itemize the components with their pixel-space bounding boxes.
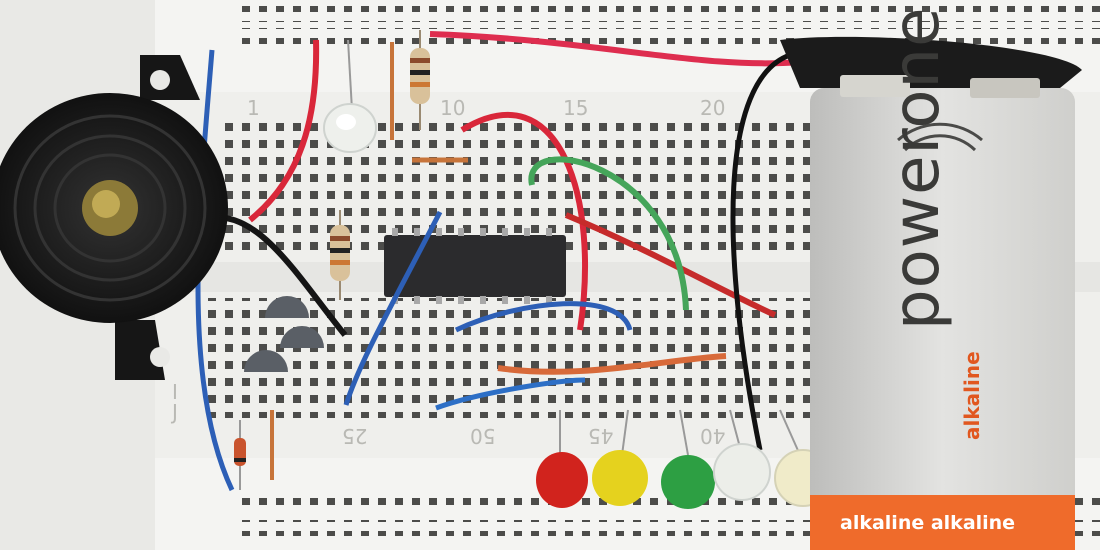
black-wire-battery	[730, 52, 791, 451]
red-wire-left	[248, 39, 320, 223]
column-label-10: 10	[440, 96, 466, 120]
battery-band-text: alkaline alkaline	[840, 512, 1016, 534]
resistor-top	[410, 30, 430, 130]
blue-wire-lower	[454, 301, 633, 333]
buzzer	[0, 55, 228, 380]
column-label-1: 1	[247, 96, 260, 120]
battery	[780, 36, 1082, 550]
orange-wire	[497, 353, 727, 375]
column-label-45: 45	[588, 424, 614, 448]
transistors	[244, 296, 324, 372]
column-label-20: 20	[700, 96, 726, 120]
column-label-25: 25	[342, 424, 368, 448]
blue-wire-bottom	[435, 377, 586, 411]
led-row	[536, 409, 832, 509]
blue-wire-long	[195, 49, 235, 492]
column-label-15: 15	[563, 96, 589, 120]
diode	[234, 420, 246, 490]
led-clear-top	[323, 39, 377, 153]
black-wire-buzzer	[209, 214, 348, 337]
row-label-i: I	[172, 380, 178, 404]
blue-wire-center	[343, 210, 443, 406]
battery-type-label: alkaline	[960, 351, 984, 440]
red-wire-top	[429, 31, 801, 67]
row-label-j: J	[172, 400, 178, 424]
battery-orange-band	[810, 495, 1075, 550]
battery-brand: powerone	[880, 6, 954, 331]
column-label-50: 50	[470, 424, 496, 448]
resistor-middle	[330, 210, 350, 300]
top-rail-holes	[240, 6, 1100, 22]
column-label-40: 40	[700, 424, 726, 448]
green-wire	[528, 156, 689, 311]
ic-chip	[384, 235, 566, 297]
